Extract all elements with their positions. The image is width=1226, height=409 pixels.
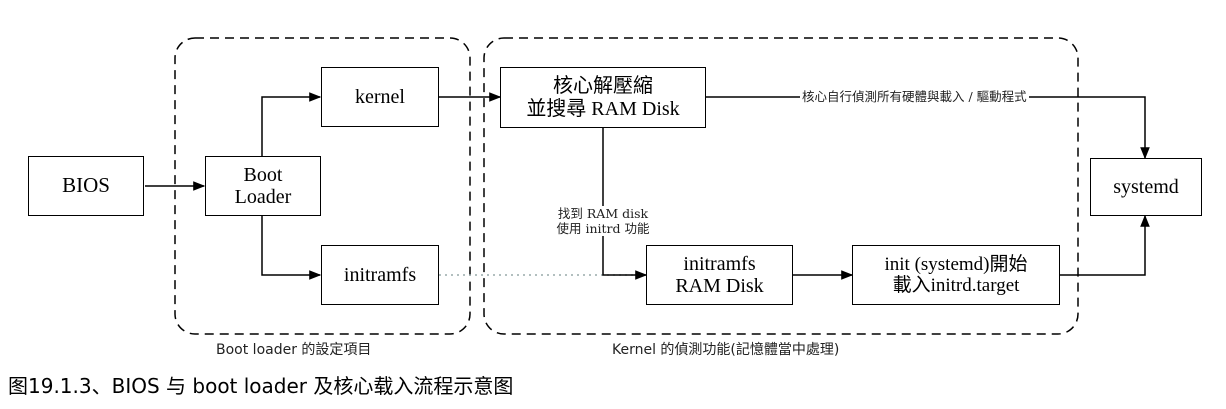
decompress-node: 核心解壓縮 並搜尋 RAM Disk [500, 67, 706, 128]
boot-loader-zone [174, 37, 471, 335]
boot-loader-label-line2: Loader [234, 186, 292, 208]
initramfs-ramdisk-label-line2: RAM Disk [675, 275, 764, 297]
found-ramdisk-label-line1: 找到 RAM disk [557, 206, 649, 221]
boot-loader-label-line1: Boot [243, 163, 283, 186]
arrow-bootloader-initramfs [261, 216, 322, 280]
detect-drivers-label: 核心自行偵測所有硬體與載入 / 驅動程式 [800, 89, 1029, 104]
kernel-zone [483, 37, 1079, 335]
arrow-bootloader-kernel [261, 92, 322, 156]
kernel-label: kernel [355, 85, 405, 108]
initramfs-node: initramfs [321, 245, 439, 305]
found-ramdisk-label-line2: 使用 initrd 功能 [556, 221, 650, 236]
initramfs-ramdisk-node: initramfs RAM Disk [646, 245, 793, 305]
figure-caption: 图19.1.3、BIOS 与 boot loader 及核心载入流程示意图 [8, 374, 514, 398]
systemd-label: systemd [1113, 175, 1179, 198]
found-ramdisk-label: 找到 RAM disk 使用 initrd 功能 [543, 206, 663, 236]
initramfs-ramdisk-label-line1: initramfs [683, 252, 756, 275]
bios-node: BIOS [28, 156, 144, 216]
arrow-decompress-systemd [706, 96, 1150, 160]
kernel-node: kernel [321, 67, 439, 127]
init-systemd-label-line1: init (systemd)開始 [884, 253, 1028, 275]
init-systemd-label-line2: 載入initrd.target [892, 275, 1020, 296]
decompress-label-line2: 並搜尋 RAM Disk [526, 97, 680, 120]
initramfs-label: initramfs [343, 263, 417, 286]
boot-loader-zone-label: Boot loader 的設定項目 [216, 342, 372, 358]
init-systemd-node: init (systemd)開始 載入initrd.target [852, 245, 1060, 305]
decompress-label-line1: 核心解壓縮 [553, 75, 653, 98]
arrow-init-systemd [1060, 214, 1150, 276]
arrow-decompress-ramdisk [602, 128, 648, 280]
kernel-zone-label: Kernel 的偵測功能(記憶體當中處理) [612, 342, 840, 358]
boot-loader-node: Boot Loader [205, 156, 321, 216]
systemd-node: systemd [1090, 158, 1202, 216]
bios-label: BIOS [62, 173, 110, 198]
